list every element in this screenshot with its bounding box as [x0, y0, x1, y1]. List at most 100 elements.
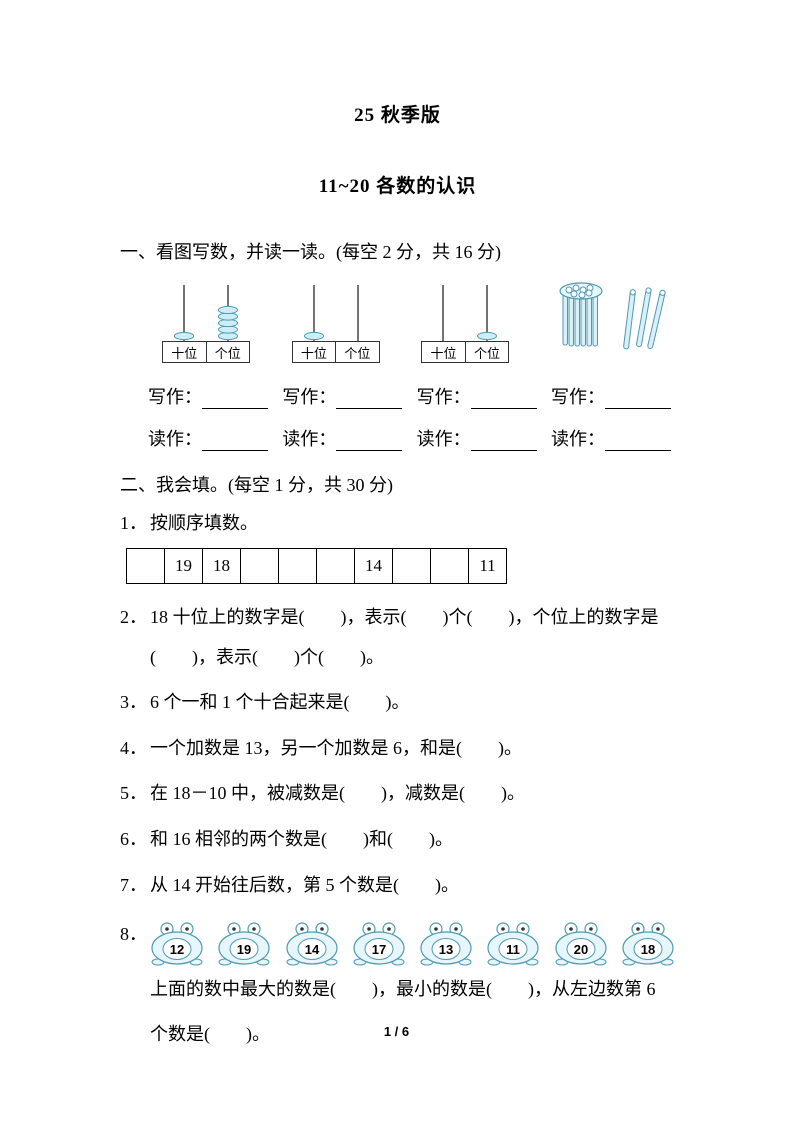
write-field-3: 写作： [416, 383, 541, 410]
item-8-question-text: 上面的数中最大的数是( )，最小的数是( )，从左边数第 6 个数是( )。 [150, 979, 656, 1045]
item-5: 5． 在 18－10 中，被减数是( )，减数是( )。 [120, 774, 675, 814]
read-label: 读作： [282, 429, 337, 450]
item-4: 4． 一个加数是 13，另一个加数是 6，和是( )。 [120, 729, 675, 769]
section2-heading: 二、我会填。(每空 1 分，共 30 分) [120, 475, 393, 496]
write-answers-row: 写作： 写作： 写作： 写作： [120, 383, 675, 410]
write-label: 写作： [148, 387, 202, 408]
read-label: 读作： [148, 429, 202, 450]
svg-text:19: 19 [237, 942, 251, 957]
worksheet-title: 11~20 各数的认识 [318, 176, 477, 197]
item-2: 2． 18 十位上的数字是( )，表示( )个( )，个位上的数字是( )，表示… [120, 598, 675, 677]
answer-blank [604, 429, 671, 452]
svg-text:13: 13 [439, 942, 453, 957]
item-3: 3． 6 个一和 1 个十合起来是( )。 [120, 683, 675, 723]
frog-number-badge: 12 [151, 922, 203, 966]
answer-blank [470, 387, 537, 410]
ones-place-label: 个位 [214, 345, 241, 361]
write-field-4: 写作： [550, 383, 675, 410]
sequence-cell: 18 [203, 548, 241, 583]
frog-number-badge: 11 [487, 922, 540, 966]
sequence-cell [241, 548, 279, 583]
item-7: 7． 从 14 开始往后数，第 5 个数是( )。 [120, 866, 675, 906]
item-number: 5． [120, 783, 147, 804]
read-label: 读作： [550, 429, 605, 450]
edition-title: 25 秋季版 [354, 105, 441, 126]
item-text: 在 18－10 中，被减数是( )，减数是( )。 [150, 783, 525, 804]
item-number: 6． [120, 828, 147, 849]
frog-numbers-row: 12 19 14 [150, 915, 675, 967]
read-field-3: 读作： [416, 425, 541, 452]
section1-heading: 一、看图写数，并读一读。(每空 2 分，共 16 分) [120, 242, 501, 262]
ones-place-label: 个位 [344, 345, 371, 361]
page-content: 25 秋季版 11~20 各数的认识 一、看图写数，并读一读。(每空 2 分，共… [120, 105, 675, 1045]
item-number: 8． [120, 924, 147, 945]
item-6: 6． 和 16 相邻的两个数是( )和( )。 [120, 820, 675, 860]
sequence-cell [393, 548, 431, 583]
svg-text:14: 14 [304, 942, 319, 957]
write-field-1: 写作： [148, 383, 272, 410]
frog-number-badge: 18 [622, 922, 674, 966]
sequence-cell [127, 548, 165, 583]
ones-place-label: 个位 [474, 345, 501, 361]
read-field-2: 读作： [282, 425, 406, 452]
item-text: 从 14 开始往后数，第 5 个数是( )。 [150, 874, 459, 895]
answer-blank [470, 429, 537, 452]
sequence-cell: 19 [165, 548, 203, 583]
svg-text:20: 20 [573, 942, 587, 957]
svg-text:12: 12 [170, 942, 184, 957]
place-value-box: 十位 个位 [421, 341, 510, 364]
number-sequence-table: 19 18 14 11 [126, 547, 507, 584]
write-label: 写作： [550, 387, 605, 408]
place-value-box: 十位 个位 [162, 341, 250, 364]
read-field-1: 读作： [148, 425, 272, 452]
frog-number-badge: 20 [555, 922, 607, 966]
item-1: 1． 按顺序填数。 [120, 504, 675, 544]
figures-row: 十位 个位 十位 个位 十位 [120, 279, 675, 364]
frog-number-badge: 17 [353, 922, 405, 966]
item-text: 18 十位上的数字是( )，表示( )个( )，个位上的数字是( )，表示( )… [150, 606, 659, 667]
item-number: 3． [120, 692, 147, 713]
item-8: 8． 12 19 [120, 915, 675, 967]
tens-place-label: 十位 [293, 342, 337, 363]
svg-text:18: 18 [641, 942, 655, 957]
sequence-cell [431, 548, 469, 583]
sticks-bundle-figure [559, 282, 666, 350]
tens-place-label: 十位 [163, 342, 207, 363]
sequence-cell: 11 [479, 555, 496, 575]
abacus-figure-1: 十位 个位 [162, 283, 250, 364]
frog-number-badge: 13 [420, 922, 472, 966]
read-field-4: 读作： [550, 425, 675, 452]
item-text: 和 16 相邻的两个数是( )和( )。 [150, 828, 453, 849]
item-text: 一个加数是 13，另一个加数是 6，和是( )。 [150, 737, 522, 758]
item-text: 6 个一和 1 个十合起来是( )。 [150, 692, 410, 713]
answer-blank [336, 429, 403, 452]
item-text: 按顺序填数。 [150, 513, 258, 534]
page-number: 1 / 6 [383, 1024, 410, 1039]
write-label: 写作： [416, 387, 471, 408]
read-label: 读作： [416, 429, 471, 450]
read-answers-row: 读作： 读作： 读作： 读作： [120, 425, 675, 452]
answer-blank [604, 387, 671, 410]
sequence-cell: 14 [355, 548, 393, 583]
item-number: 2． [120, 606, 147, 627]
frog-number-badge: 14 [285, 922, 338, 966]
item-number: 1． [120, 513, 147, 534]
answer-blank [202, 429, 268, 452]
write-field-2: 写作： [282, 383, 406, 410]
item-number: 4． [120, 737, 147, 758]
abacus-3-beads-graphic [442, 285, 498, 342]
answer-blank [336, 387, 403, 410]
sequence-cell [279, 548, 317, 583]
abacus-figure-3: 十位 个位 [421, 283, 510, 364]
abacus-1-beads-graphic [174, 285, 238, 342]
item-number: 7． [120, 874, 147, 895]
abacus-2-beads-graphic [303, 285, 359, 342]
abacus-figure-2: 十位 个位 [291, 283, 380, 364]
place-value-box: 十位 个位 [291, 341, 380, 364]
answer-blank [202, 387, 268, 410]
sequence-cell [317, 548, 355, 583]
tens-place-label: 十位 [422, 342, 466, 363]
svg-text:11: 11 [507, 942, 521, 957]
frog-number-badge: 19 [218, 922, 270, 966]
